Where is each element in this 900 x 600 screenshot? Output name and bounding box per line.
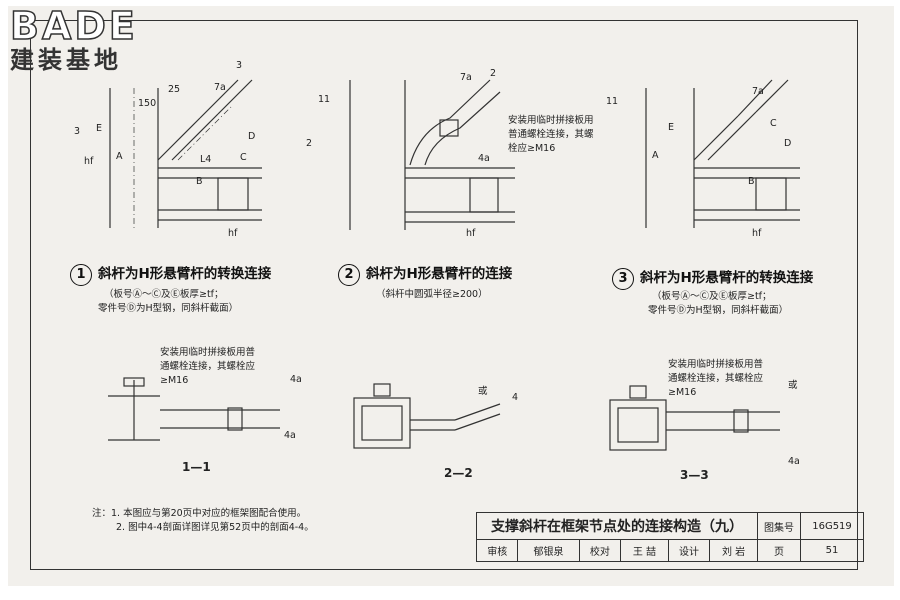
plate-a-label: A [116,151,123,162]
or-label-3: 或 [788,380,798,391]
section-2-2-drawing [353,383,501,449]
note-2: 2. 图中4-4剖面详图详见第52页中的剖面4-4。 [116,522,314,533]
plate-e-label-3: E [668,122,675,133]
plate-b-label-3: B [748,176,755,187]
detail-3-title: 斜杆为H形悬臂杆的转换连接 [640,270,814,286]
page-number: 51 [800,539,864,562]
detail-1-title: 斜杆为H形悬臂杆的转换连接 [98,266,272,282]
dim-150-label: 150 [138,98,157,109]
detail-2-number: 2 [338,264,360,286]
weld-4a-label: 4a [478,153,490,164]
check-label: 校对 [578,539,622,562]
note-1: 注：1. 本图应与第20页中对应的框架图配合使用。 [92,508,307,519]
designer-name: 刘 岩 [709,539,758,562]
hf-label-4: hf [752,228,762,239]
detail-3-sub2: 零件号Ⓓ为H型钢，同斜杆截面） [648,305,789,316]
detail-3-number: 3 [612,268,634,290]
section-1-1-drawing [108,377,280,441]
plate-a-label-3: A [652,150,659,161]
install-note-3: 安装用临时拼接板用普通螺栓连接，其螺栓应≥M16 [668,359,764,398]
detail-1-sub2: 零件号Ⓓ为H型钢，同斜杆截面） [98,303,239,314]
design-label: 设计 [667,539,711,562]
detail-1-sub1: （板号Ⓐ～Ⓒ及Ⓔ板厚≥tf； [104,289,224,300]
detail-1-drawing [109,79,262,228]
dim-25-label: 25 [168,84,181,95]
detail-3-drawing [645,79,800,228]
page-label: 页 [757,539,801,562]
weld-7a-label-2: 7a [460,72,472,83]
detail-2-caption: 2 斜杆为H形悬臂杆的连接 [338,262,512,286]
section-1-1-label: 1—1 [182,460,211,474]
detail-2-sub1: （斜杆中圆弧半径≥200） [376,289,488,300]
stiffener-11-label: 11 [318,94,331,105]
review-label: 审核 [475,539,519,562]
install-note-1: 安装用临时拼接板用普通螺栓连接，其螺栓应≥M16 [160,347,256,386]
plate-b-label: B [196,176,203,187]
detail-3-caption: 3 斜杆为H形悬臂杆的转换连接 [612,266,813,290]
hf-label-2: hf [228,228,238,239]
watermark-logo: BADE 建装基地 [9,4,138,74]
section-mark-2: 2 [306,138,313,149]
l4-label: L4 [200,154,212,165]
part-d-label-3: D [784,138,792,149]
plate-e-label: E [96,123,103,134]
cut-2-label: 2 [490,68,497,79]
weld-4a-label-s1: 4a [290,374,302,385]
section-2-2-label: 2—2 [444,466,473,480]
bolt-4-label-2: 4 [512,392,519,403]
drawing-frame [30,20,858,570]
watermark-latin: BADE [9,4,138,48]
checker-name: 王 喆 [620,539,669,562]
weld-4a-label-3: 4a [788,456,800,467]
drawing-title: 支撑斜杆在框架节点处的连接构造（九） [476,512,758,540]
detail-3-sub1: （板号Ⓐ～Ⓒ及Ⓔ板厚≥tf； [652,291,772,302]
detail-1-caption: 1 斜杆为H形悬臂杆的转换连接 [70,262,271,286]
title-block: 支撑斜杆在框架节点处的连接构造（九） 图集号 16G519 审核 郁银泉 校对 … [475,512,864,562]
install-note-2: 安装用临时拼接板用普通螺栓连接，其螺栓应≥M16 [508,115,594,154]
plate-c-label-3: C [770,118,777,129]
weld-7a-label: 7a [214,82,226,93]
section-mark-3: 3 [74,126,81,137]
stiffener-11-label-3: 11 [606,96,619,107]
or-label-2: 或 [478,386,488,397]
atlas-label: 图集号 [757,512,801,540]
plate-c-label: C [240,152,247,163]
section-3-3-drawing [609,385,780,451]
drawing-sheet [8,6,894,586]
section-3-3-label: 3—3 [680,468,709,482]
watermark-chinese: 建装基地 [10,46,122,74]
atlas-number: 16G519 [800,512,864,540]
weld-7a-label-3: 7a [752,86,764,97]
weld-4a-label-s1b: 4a [284,430,296,441]
hf-label-1: hf [84,156,94,167]
detail-2-title: 斜杆为H形悬臂杆的连接 [366,266,513,282]
cut-3-label: 3 [236,60,243,71]
reviewer-name: 郁银泉 [517,539,580,562]
part-d-label: D [248,131,256,142]
detail-1-number: 1 [70,264,92,286]
hf-label-3: hf [466,228,476,239]
detail-2-drawing [349,79,515,230]
